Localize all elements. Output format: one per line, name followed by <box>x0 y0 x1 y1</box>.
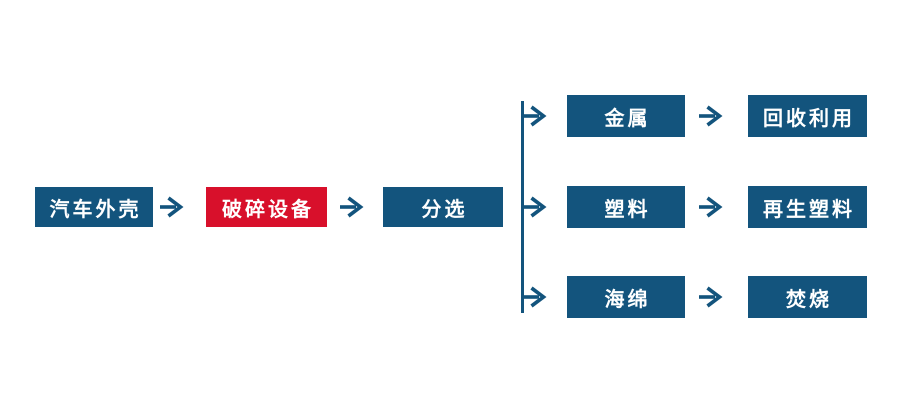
node-sponge: 海绵 <box>567 276 685 318</box>
node-incineration: 焚烧 <box>748 276 867 318</box>
arrow-right-icon <box>523 196 547 218</box>
node-plastic: 塑料 <box>567 186 685 228</box>
arrow-right-icon <box>523 105 547 127</box>
arrow-right-icon <box>699 286 723 308</box>
node-recycle: 回收利用 <box>748 95 867 137</box>
node-metal: 金属 <box>567 95 685 137</box>
node-car-shell: 汽车外壳 <box>35 187 153 227</box>
arrow-right-icon <box>523 286 547 308</box>
arrow-right-icon <box>340 196 364 218</box>
arrow-right-icon <box>699 105 723 127</box>
node-crusher: 破碎设备 <box>206 187 327 227</box>
arrow-right-icon <box>160 196 184 218</box>
node-sorting: 分选 <box>383 187 503 227</box>
branch-connector-line <box>521 101 524 313</box>
arrow-right-icon <box>699 196 723 218</box>
node-recycled-plastic: 再生塑料 <box>748 186 867 228</box>
